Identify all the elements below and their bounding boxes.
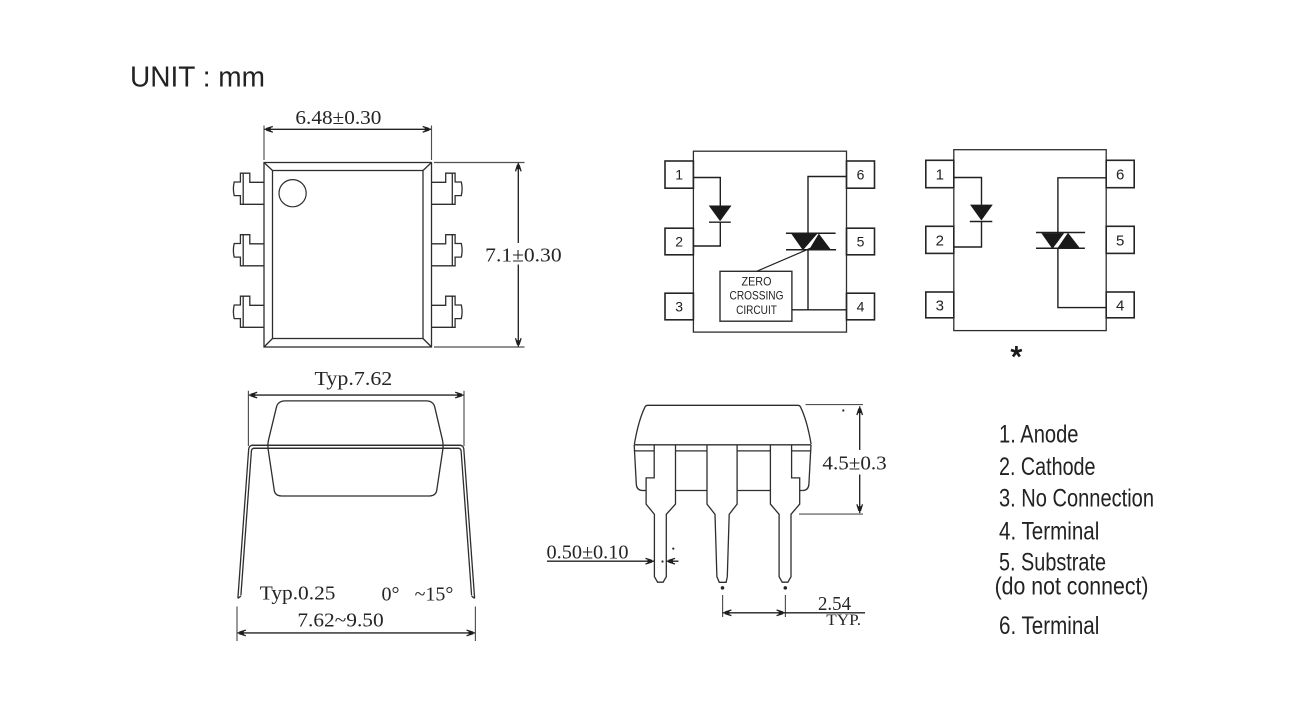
svg-text:2.54: 2.54: [818, 593, 851, 615]
svg-text:5: 5: [1116, 232, 1124, 249]
svg-text:~15°: ~15°: [415, 583, 454, 605]
svg-text:4. Terminal: 4. Terminal: [999, 518, 1099, 546]
svg-text:4: 4: [1116, 297, 1124, 314]
svg-text:6. Terminal: 6. Terminal: [999, 612, 1099, 640]
svg-text:3: 3: [675, 299, 683, 315]
svg-text:1: 1: [936, 167, 944, 184]
svg-text:0.50±0.10: 0.50±0.10: [547, 542, 629, 564]
svg-text:ZERO: ZERO: [742, 274, 772, 288]
svg-text:2: 2: [936, 232, 944, 249]
svg-text:7.1±0.30: 7.1±0.30: [485, 245, 561, 267]
svg-text:UNIT : mm: UNIT : mm: [130, 62, 265, 94]
svg-text:6: 6: [1116, 167, 1124, 184]
svg-text:5. Substrate: 5. Substrate: [999, 549, 1106, 577]
svg-text:7.62~9.50: 7.62~9.50: [297, 610, 383, 632]
svg-text:1: 1: [675, 167, 683, 183]
svg-text:3: 3: [936, 297, 944, 314]
svg-text:5: 5: [857, 234, 865, 250]
svg-text:0°: 0°: [382, 583, 400, 605]
svg-text:TYP.: TYP.: [826, 612, 861, 629]
svg-text:CROSSING: CROSSING: [730, 289, 784, 303]
svg-text:CIRCUIT: CIRCUIT: [736, 303, 777, 317]
svg-text:Typ.7.62: Typ.7.62: [315, 368, 393, 390]
svg-text:Typ.0.25: Typ.0.25: [260, 582, 336, 604]
svg-text:2: 2: [675, 234, 683, 250]
svg-text:3. No Connection: 3. No Connection: [999, 485, 1154, 513]
svg-text:4.5±0.3: 4.5±0.3: [822, 453, 886, 475]
svg-text:2. Cathode: 2. Cathode: [999, 453, 1096, 481]
svg-text:(do not connect): (do not connect): [995, 573, 1149, 601]
svg-text:1. Anode: 1. Anode: [999, 421, 1079, 449]
svg-text:4: 4: [857, 299, 865, 315]
svg-text:6.48±0.30: 6.48±0.30: [295, 107, 381, 129]
svg-text:6: 6: [857, 167, 865, 183]
